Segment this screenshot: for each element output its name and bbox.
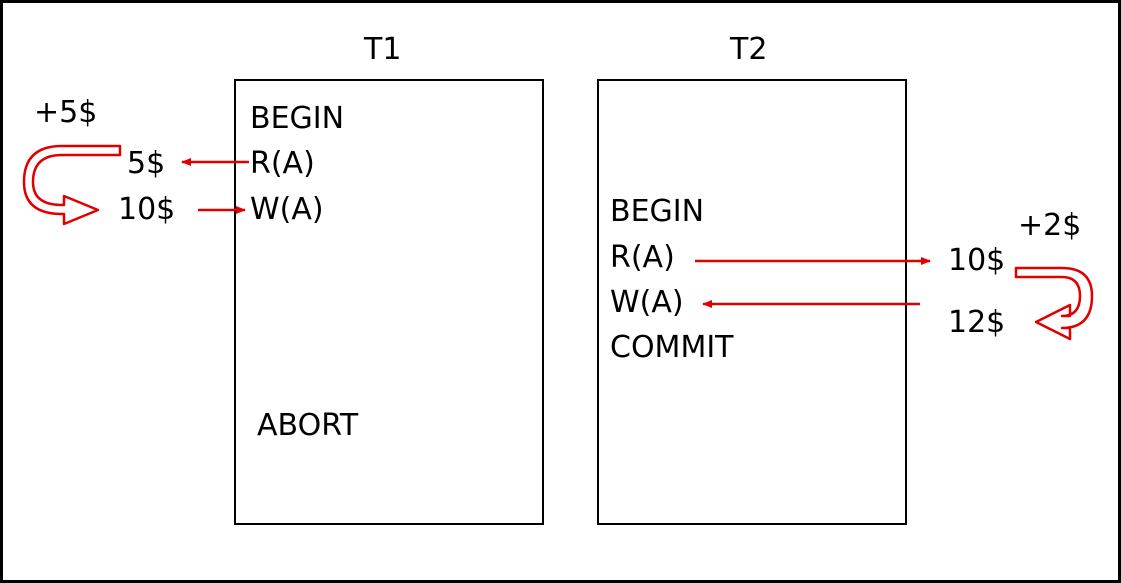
t1-step-begin: BEGIN bbox=[250, 101, 345, 136]
t1-increment-arrow bbox=[22, 144, 122, 226]
t1-step-read: R(A) bbox=[250, 146, 315, 181]
t1-read-value: 5$ bbox=[127, 146, 166, 181]
t2-delta-label: +2$ bbox=[1018, 208, 1082, 243]
t2-title: T2 bbox=[730, 32, 768, 67]
t2-box bbox=[597, 79, 907, 525]
t1-title: T1 bbox=[364, 32, 402, 67]
t2-write-value: 12$ bbox=[948, 305, 1006, 340]
t2-step-write: W(A) bbox=[610, 285, 684, 320]
t2-step-read: R(A) bbox=[610, 240, 675, 275]
t1-write-value: 10$ bbox=[118, 192, 176, 227]
t2-step-commit: COMMIT bbox=[610, 330, 734, 365]
t2-step-begin: BEGIN bbox=[610, 194, 705, 229]
t2-increment-arrow bbox=[1014, 266, 1094, 341]
t1-step-abort: ABORT bbox=[257, 408, 359, 443]
t1-delta-label: +5$ bbox=[34, 95, 98, 130]
t2-read-value: 10$ bbox=[948, 243, 1006, 278]
t1-box bbox=[234, 79, 544, 525]
t1-step-write: W(A) bbox=[250, 192, 324, 227]
